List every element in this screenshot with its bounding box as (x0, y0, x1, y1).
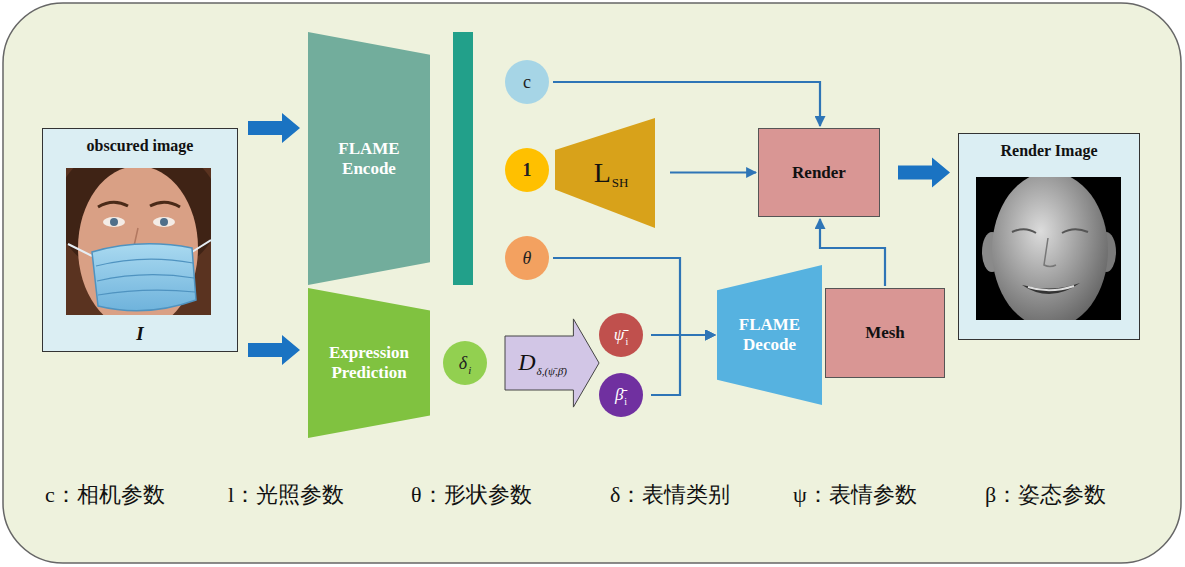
block-arrow (248, 113, 300, 143)
node-content: LSH (594, 157, 629, 189)
node-label: θ (523, 248, 532, 269)
legend-entry: ψ：表情参数 (793, 482, 917, 508)
image-symbol: I (43, 323, 237, 345)
subscript: i (624, 396, 627, 408)
parameter-circle: 1 (505, 148, 549, 192)
node-label: D (518, 349, 535, 377)
legend-entry: β：姿态参数 (985, 482, 1106, 508)
subscript: i (468, 364, 471, 377)
parameter-circle: θ (505, 236, 549, 280)
node-content: FLAME Encode (323, 139, 415, 178)
encoder-trapezoid: FLAME Encode (308, 32, 430, 285)
node-label: δ (459, 353, 467, 374)
flow-arrow (651, 335, 715, 395)
node-label: FLAME Decode (729, 315, 811, 354)
flow-arrow (670, 171, 756, 173)
lighting-trapezoid: LSH (555, 118, 655, 228)
input-image-panel: obscured imageI (42, 128, 238, 352)
block-arrow (248, 335, 300, 365)
node-label: Expression Prediction (313, 343, 425, 382)
parameter-circle: β̄i (599, 373, 643, 417)
shape-fill (555, 118, 655, 228)
shape-fill (308, 288, 430, 438)
panel-fill (42, 128, 238, 352)
node-label: β̄ (615, 385, 623, 405)
node-content: 1 (523, 160, 532, 181)
shape-fill (308, 32, 430, 285)
node-content: θ (523, 248, 532, 269)
node-content: Dδ,(ψ̄,β̄) (518, 349, 567, 377)
node-label: Render (792, 163, 846, 183)
parameter-circle: ψ̄i (599, 313, 643, 357)
node-label: 1 (523, 160, 532, 181)
subscript: SH (612, 176, 629, 191)
subscript: i (625, 336, 628, 348)
rendered-face-mesh (976, 177, 1121, 320)
flow-arrow (553, 82, 820, 126)
legend-entry: l：光照参数 (228, 482, 344, 508)
node-content: c (523, 72, 531, 93)
node-content: obscured imageI (43, 129, 237, 351)
node-content: Render Image (959, 134, 1139, 339)
block-arrow (898, 158, 950, 188)
legend-entry: θ：形状参数 (411, 482, 532, 508)
node-label: ψ̄ (614, 325, 625, 345)
panel-fill (958, 133, 1140, 340)
expression-trapezoid: Expression Prediction (308, 288, 430, 438)
node-content: Expression Prediction (313, 343, 425, 382)
node-label: L (594, 157, 611, 189)
panel-heading: obscured image (43, 137, 237, 155)
panel-heading: Render Image (959, 142, 1139, 160)
mapping-arrow: Dδ,(ψ̄,β̄) (505, 318, 600, 408)
subscript: δ,(ψ̄,β̄) (537, 365, 567, 378)
feature-bar (453, 32, 473, 285)
parameter-circle: δi (443, 341, 487, 385)
masked-face-photo (66, 168, 211, 315)
node-content: δi (459, 353, 471, 374)
node-label: Mesh (865, 323, 905, 343)
node-content: FLAME Decode (729, 315, 811, 354)
legend-entry: c：相机参数 (45, 482, 165, 508)
render-box: Render (758, 128, 880, 217)
shape-fill (505, 319, 599, 407)
node-content: Mesh (865, 323, 905, 343)
node-content: Render (792, 163, 846, 183)
outer-frame (3, 3, 1181, 563)
flow-arrow (820, 219, 885, 286)
node-label: FLAME Encode (323, 139, 415, 178)
mesh-box: Mesh (825, 288, 945, 378)
node-content: β̄i (615, 385, 627, 405)
shape-fill (717, 265, 822, 405)
node-content: ψ̄i (614, 325, 628, 345)
legend-entry: δ：表情类别 (610, 482, 730, 508)
parameter-circle: c (505, 60, 549, 104)
output-image-panel: Render Image (958, 133, 1140, 340)
node-label: c (523, 72, 531, 93)
decoder-trapezoid: FLAME Decode (717, 265, 822, 405)
